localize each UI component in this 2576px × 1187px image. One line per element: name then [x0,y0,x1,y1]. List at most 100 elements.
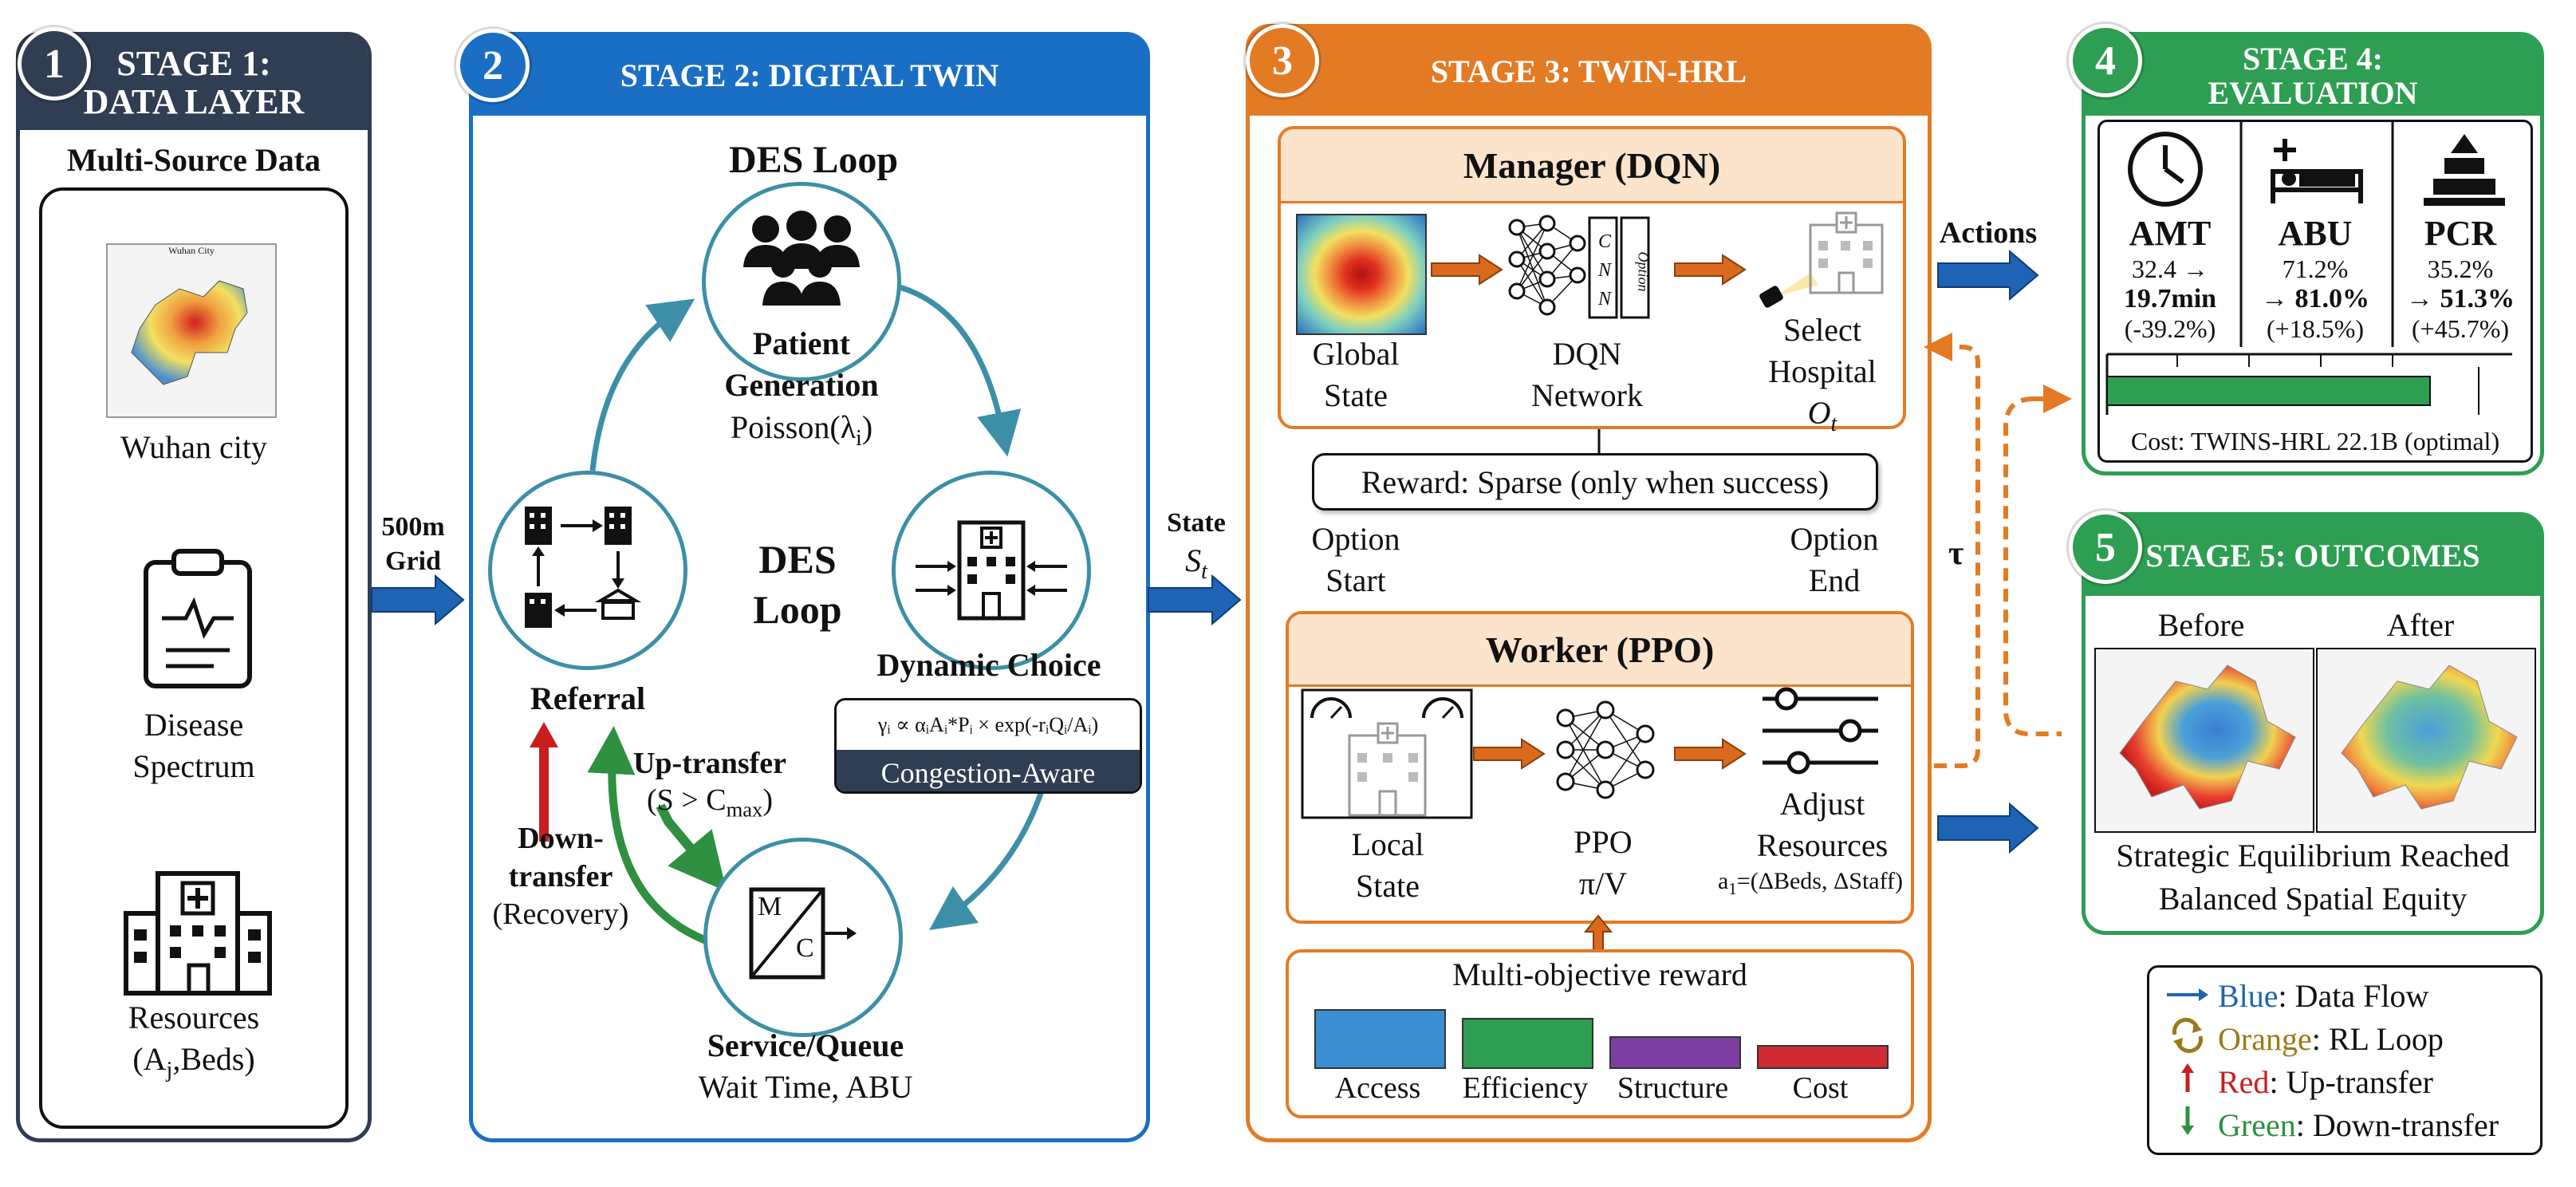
stage1-title-line1: STAGE 1: [116,44,271,84]
poisson-text: Poisson(λ [730,409,857,445]
reward-bar-cost [1757,1045,1889,1069]
metric-name: AMT [2129,214,2212,253]
outcome-arrow [1937,802,2039,854]
dynamic-choice-node [892,471,1091,670]
dqn-network-label: DQN Network [1499,333,1675,416]
metric-before: 32.4 → [2132,254,2208,283]
option-end-line2: End [1808,562,1861,598]
dqn-line1: DQN [1552,336,1622,372]
resources-j: j [166,1058,173,1082]
dqn-line2: Network [1531,377,1643,413]
data-flow-arrow-1 [371,574,465,626]
actions-arrow [1937,249,2039,302]
disease-line2: Spectrum [132,748,255,784]
resources-label: Resources (Aj,Beds) [20,997,368,1085]
queue-m: M [758,892,782,921]
dqn-network-icon [1508,215,1650,319]
people-group-icon [743,211,860,306]
select-t: t [1830,412,1837,436]
referral-network-icon [525,507,642,628]
stage4-title-line2: EVALUATION [2208,75,2418,111]
reward-bar-label: Structure [1617,1071,1729,1105]
legend-row: Blue: Data Flow [2165,974,2524,1017]
stage5-title: STAGE 5: OUTCOMES [2145,538,2480,574]
action-rest: =(ΔBeds, ΔStaff) [1736,868,1904,894]
manager-arrow-2 [1674,254,1747,286]
multi-objective-title: Multi-objective reward [1452,956,1747,992]
stage4-header: STAGE 4: EVALUATION [2086,36,2540,116]
grid-line2: Grid [385,546,441,576]
wuhan-label: Wuhan city [120,429,267,465]
service-line2: Wait Time, ABU [698,1069,913,1105]
resources-line2: (Aj,Beds) [20,1039,368,1085]
select-hospital-icon [1759,211,1884,308]
global-line2: State [1324,377,1388,413]
data-flow-arrow-2 [1148,574,1242,626]
stage4-title-line1: STAGE 4: [2243,40,2383,77]
stage3-header: STAGE 3: TWIN-HRL [1250,28,1928,116]
hospital-choice-icon [916,520,1067,621]
worker-arrow-1 [1473,738,1546,770]
service-line1: Service/Queue [707,1027,904,1063]
select-o: O [1807,395,1831,431]
select-line1: Select [1783,312,1861,348]
wuhan-map-image: Wuhan City [106,243,277,418]
metric-after: 19.7min [2123,284,2217,314]
up-transfer-sub: max [726,797,763,822]
metric-before: 71.2% [2282,254,2349,283]
adjust-resources-label: Adjust Resources [1731,783,1914,866]
legend-row: Green: Down-transfer [2165,1103,2524,1146]
referral-node [488,471,687,670]
stage5-header: STAGE 5: OUTCOMES [2086,516,2540,596]
hospital-icon [124,871,272,996]
metric-change: (+18.5%) [2266,314,2364,344]
metric-before: 35.2% [2427,254,2494,283]
cost-label: Cost: TWINS-HRL 22.1B (optimal) [2130,427,2500,455]
outcome-line1: Strategic Equilibrium Reached [2116,838,2510,873]
option-end-line1: Option [1790,521,1879,557]
patient-generation-label: Patient Generation [662,323,941,406]
cnn-letters: C N N [1591,227,1618,314]
des-center-line2: Loop [753,586,842,632]
legend-color-word: Red [2218,1063,2270,1100]
actions-label: Actions [1939,216,2038,250]
metric-name: PCR [2424,214,2497,253]
dynamic-choice-label: Dynamic Choice [876,647,1101,683]
tau-label: τ [1948,535,1964,572]
ppo-line2: π/V [1578,866,1628,901]
sliders-icon [1763,687,1878,775]
ppo-line1: PPO [1574,824,1633,860]
down-transfer-line2: transfer [508,859,613,893]
legend-color-word: Orange [2218,1020,2312,1057]
reward-bar-efficiency [1462,1018,1593,1069]
poisson-label: Poisson(λi) [730,409,873,451]
loop-icon [2165,1017,2210,1060]
disease-label: Disease Spectrum [20,704,368,787]
stage1-panel: STAGE 1: DATA LAYER Multi-Source Data Wu… [16,32,372,1142]
congestion-aware-label: Congestion-Aware [837,750,1140,791]
metric-dividers [2239,120,2394,347]
option-end-label: Option End [1755,519,1914,601]
legend-description: : RL Loop [2311,1020,2444,1057]
state-t: t [1201,558,1207,584]
legend-row: Red: Up-transfer [2165,1060,2524,1103]
option-start-line2: Start [1325,562,1386,598]
legend-color-word: Green [2218,1106,2296,1143]
resources-line1: Resources [128,1000,260,1035]
reward-bar-label: Cost [1792,1071,1849,1105]
stage4-badge: 4 [2069,24,2142,97]
legend-row: Orange: RL Loop [2165,1017,2524,1060]
stage3-title: STAGE 3: TWIN-HRL [1430,53,1747,90]
wuhan-map-shape [131,280,248,385]
pyramid-icon [2424,134,2505,206]
gamma-formula: γᵢ ∝ αᵢAᵢ*Pᵢ × exp(-rᵢQᵢ/Aᵢ) [877,713,1099,736]
queue-c: C [796,933,814,963]
service-queue-label: Service/Queue Wait Time, ABU [638,1025,973,1108]
stage2-header: STAGE 2: DIGITAL TWIN [473,36,1146,116]
multi-reward-up-arrow [1583,914,1613,955]
